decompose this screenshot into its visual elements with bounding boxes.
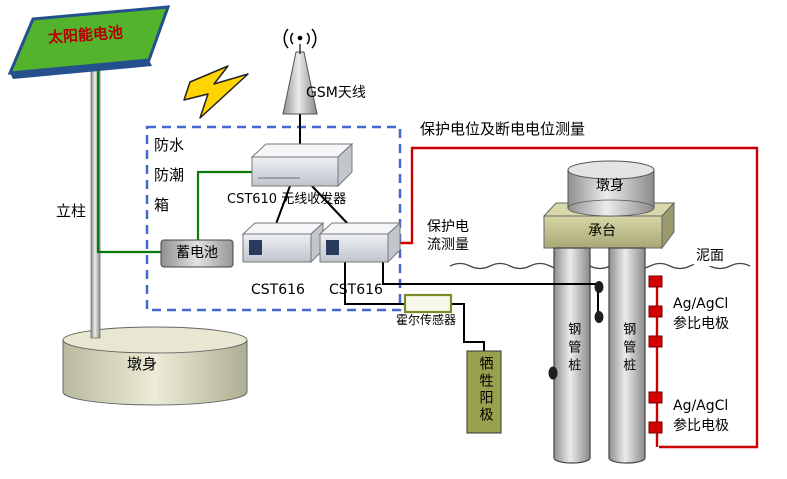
gsm-antenna [282,28,318,115]
pile-left-label: 钢管桩 [565,322,581,376]
battery-to-transceiver-wire [196,170,254,240]
pillar-label: 立柱 [56,202,87,220]
transceiver-label: CST610 无线收发器 [227,192,347,207]
cst610-to-cst616-right-wire [311,185,349,225]
cst616-right-panel-detail [326,240,339,255]
potential-measurement-label: 保护电位及断电电位测量 [420,120,586,138]
cst616-left-box [241,221,325,264]
solar-to-battery-wire [96,70,161,254]
pile-connection-dot-3 [548,366,558,380]
cst616-right-box [318,221,402,264]
steel-pile-left [553,247,591,464]
reference-electrodes [648,275,663,434]
pile-connection-dot-2 [594,311,604,323]
gsm-antenna-label: GSM天线 [306,85,366,101]
mud-line-label: 泥面 [694,248,726,266]
waterproof-box-label: 防水 防潮 箱 [154,136,185,214]
cst616-left-panel-detail [249,240,262,255]
battery-label: 蓄电池 [176,245,218,261]
cst616-to-hall-wire [344,262,406,305]
electrode-4 [648,391,663,404]
pile-right-label: 钢管桩 [620,322,636,376]
cst610-box [250,142,354,188]
current-measurement-label: 保护电 流测量 [427,219,469,254]
steel-pile-right [608,247,646,464]
pier-right-cylinder [567,160,655,217]
lightning-icon [183,65,249,119]
sacrificial-anode-box [466,350,502,434]
cst616-to-pile-wire [382,262,599,318]
potential-measurement-wire [392,146,759,449]
electrode-2 [648,305,663,318]
pier-left-cylinder [62,326,248,406]
ref-electrode-upper-label: Ag/AgCl 参比电极 [673,296,729,332]
hall-to-anode-wire [450,303,485,353]
radio-waves-icon [283,28,317,49]
waterproof-box-outline [145,125,402,312]
cst610-to-cst616-left-wire [275,185,291,225]
pier-left-label: 墩身 [127,355,158,373]
pile-connection-dot-1 [594,281,604,293]
solar-panel [7,5,171,79]
ref-electrode-lower-label: Ag/AgCl 参比电极 [673,398,729,434]
hall-sensor-label: 霍尔传感器 [396,313,457,327]
cst616-left-label: CST616 [251,282,305,298]
cst616-right-label: CST616 [329,282,383,298]
solar-panel-edge [10,60,152,79]
hall-sensor-box [403,293,453,314]
electrode-1 [648,275,663,288]
electrode-3 [648,335,663,348]
pier-right-label: 墩身 [596,178,624,194]
battery-box [160,239,234,268]
cap-label: 承台 [588,223,616,239]
electrode-5 [648,421,663,434]
sacrificial-anode-label: 牺牲阳极 [477,356,494,424]
